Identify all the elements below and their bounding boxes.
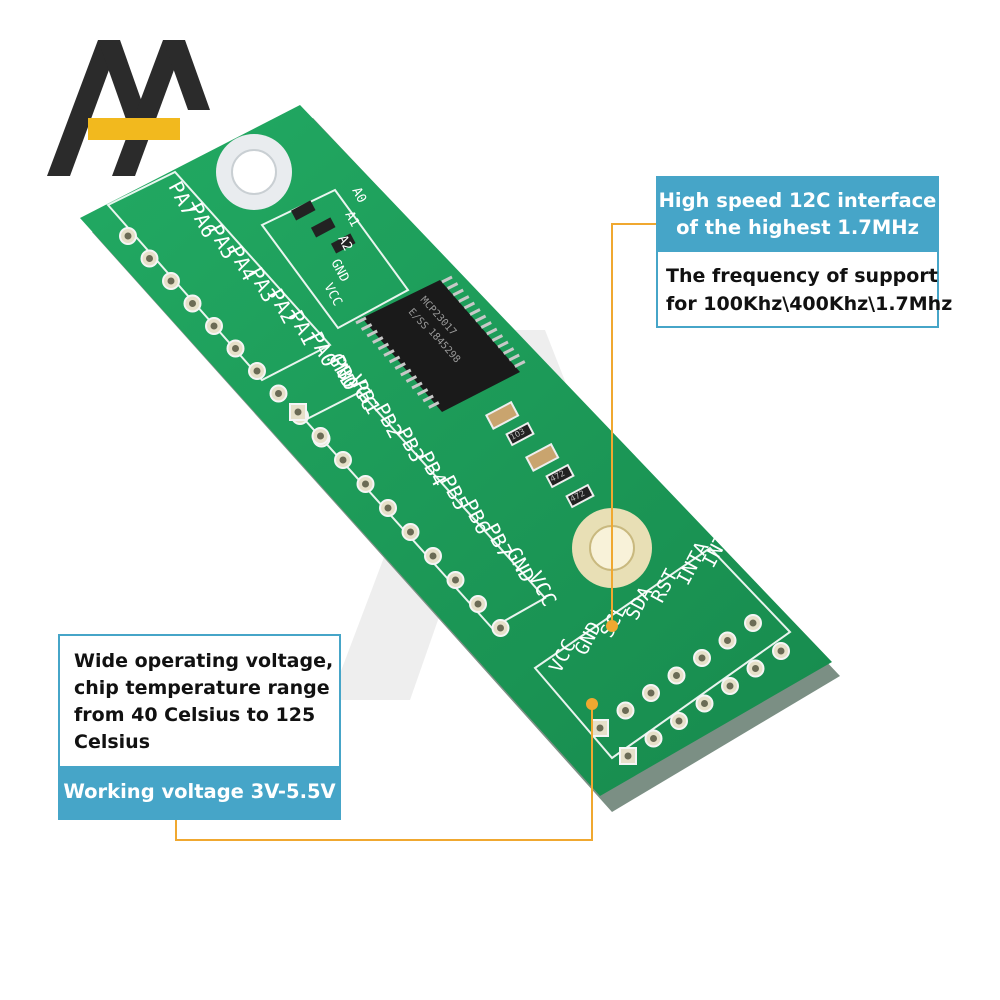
- callout-voltage: Wide operating voltage, chip temperature…: [58, 634, 341, 820]
- leader-dot-bottom: [586, 698, 598, 710]
- chip-leg-left-1: [360, 323, 373, 331]
- callout-voltage-body: Wide operating voltage, chip temperature…: [60, 636, 339, 766]
- callout-voltage-body-line-2: chip temperature range: [74, 677, 330, 699]
- pad-b-3-hole: [362, 480, 369, 488]
- pad-b-1-hole: [317, 432, 324, 440]
- pad-bus-row1-4-hole: [698, 654, 706, 662]
- pad-b-0-hole: [294, 408, 302, 416]
- smd-resistor-472-b: 472: [565, 483, 595, 509]
- chip-leg-right-10: [497, 340, 509, 349]
- pad-b-2-hole: [339, 456, 347, 464]
- pad-bus-row1-3-hole: [673, 672, 680, 679]
- pad-b-8-hole: [474, 600, 482, 608]
- label-addr-a2-2: A2: [334, 233, 355, 254]
- pin-header-b: [289, 403, 510, 637]
- pad-a-5-hole: [232, 345, 239, 352]
- smd-capacitor-1: [485, 400, 520, 430]
- callout-interface: High speed 12C interface of the highest …: [656, 176, 953, 328]
- callout-voltage-body-line-4: Celsius: [74, 731, 150, 753]
- pad-a-7-hole: [275, 390, 282, 397]
- callout-interface-title: High speed 12C interface of the highest …: [658, 178, 937, 252]
- callout-interface-body-line-2: for 100Khz\400Khz\1.7Mhz: [666, 293, 953, 315]
- chip-leg-right-3: [458, 295, 470, 303]
- mcp23017-chip: MCP23017 E/SS 1845298: [355, 275, 526, 412]
- pad-b-6-hole: [429, 552, 437, 560]
- pad-bus-row2-4-hole: [726, 682, 734, 690]
- chip-leg-left-8: [400, 368, 412, 377]
- chip-leg-left-12: [422, 394, 434, 403]
- pad-bus-row1-6-hole: [749, 619, 757, 627]
- chip-leg-right-13: [514, 360, 526, 368]
- pad-bus-row2-3-hole: [701, 700, 708, 707]
- chip-leg-left-2: [366, 329, 378, 338]
- callout-interface-body: The frequency of support for 100Khz\400K…: [658, 254, 953, 326]
- pad-bus-row1-0-hole: [596, 724, 604, 732]
- pad-b-4-hole: [384, 504, 392, 512]
- chip-leg-right-12: [508, 353, 520, 362]
- smd-resistor-472-a: 472: [545, 463, 575, 489]
- chip-leg-left-0: [355, 316, 367, 325]
- mounting-hole-top: [216, 134, 292, 210]
- pad-b-7-hole: [452, 576, 459, 584]
- pcb-board: [80, 105, 832, 796]
- chip-leg-right-7: [480, 321, 492, 329]
- pad-b-9-hole: [497, 624, 504, 632]
- chip-leg-left-11: [416, 388, 429, 396]
- callout-voltage-title: Working voltage 3V-5.5V: [60, 766, 339, 818]
- pad-bus-row2-6-hole: [777, 647, 785, 655]
- chip-leg-left-3: [372, 336, 384, 344]
- chip-leg-right-8: [486, 327, 498, 336]
- callout-voltage-body-line-3: from 40 Celsius to 125: [74, 704, 316, 726]
- smd-capacitor-2: [525, 442, 560, 472]
- chip-leg-right-5: [469, 308, 481, 316]
- pad-bus-row2-2-hole: [675, 717, 683, 725]
- leader-lines: [175, 223, 656, 841]
- callout-interface-title-line-1: High speed 12C interface: [658, 189, 937, 212]
- chip-leg-right-6: [474, 314, 487, 323]
- pad-bus-row1-2-hole: [647, 689, 655, 697]
- chip-leg-left-10: [411, 381, 423, 390]
- chip-leg-left-13: [428, 401, 440, 409]
- pad-a-0-hole: [124, 232, 132, 240]
- chip-leg-right-0: [441, 275, 453, 284]
- chip-leg-left-6: [388, 355, 401, 364]
- chip-leg-left-9: [405, 375, 418, 383]
- pad-a-1-hole: [146, 255, 153, 262]
- pad-bus-row1-1-hole: [622, 707, 629, 714]
- label-addr-a1-1: A1: [341, 209, 362, 230]
- pad-bus-row1-5-hole: [724, 637, 731, 644]
- chip-leg-right-1: [446, 282, 459, 290]
- chip-leg-left-4: [377, 342, 390, 351]
- chip-leg-left-7: [394, 362, 406, 370]
- chip-leg-right-9: [491, 334, 504, 342]
- smd-resistors-address: [290, 200, 356, 254]
- pin-header-bus: [591, 614, 790, 765]
- pad-bus-row2-5-hole: [752, 665, 759, 672]
- pad-bus-row2-0-hole: [624, 752, 632, 760]
- pad-a-6-hole: [253, 367, 261, 375]
- chip-leg-right-2: [452, 288, 464, 297]
- pad-a-2-hole: [167, 277, 175, 285]
- label-addr-a0-0: A0: [348, 185, 369, 206]
- callout-interface-title-line-2: of the highest 1.7MHz: [676, 216, 919, 239]
- pad-a-3-hole: [189, 300, 196, 307]
- brand-logo: [47, 40, 210, 176]
- smd-resistor-103: 103: [505, 421, 535, 447]
- callout-voltage-body-line-1: Wide operating voltage,: [74, 650, 334, 672]
- pad-a-4-hole: [210, 322, 218, 330]
- pad-bus-row2-1-hole: [650, 735, 657, 742]
- chip-leg-right-11: [502, 347, 515, 355]
- chip-leg-right-4: [463, 301, 476, 310]
- chip-leg-left-5: [383, 349, 395, 357]
- callout-interface-body-line-1: The frequency of support: [666, 265, 938, 287]
- leader-dot-top: [606, 620, 618, 632]
- pad-b-5-hole: [407, 528, 414, 536]
